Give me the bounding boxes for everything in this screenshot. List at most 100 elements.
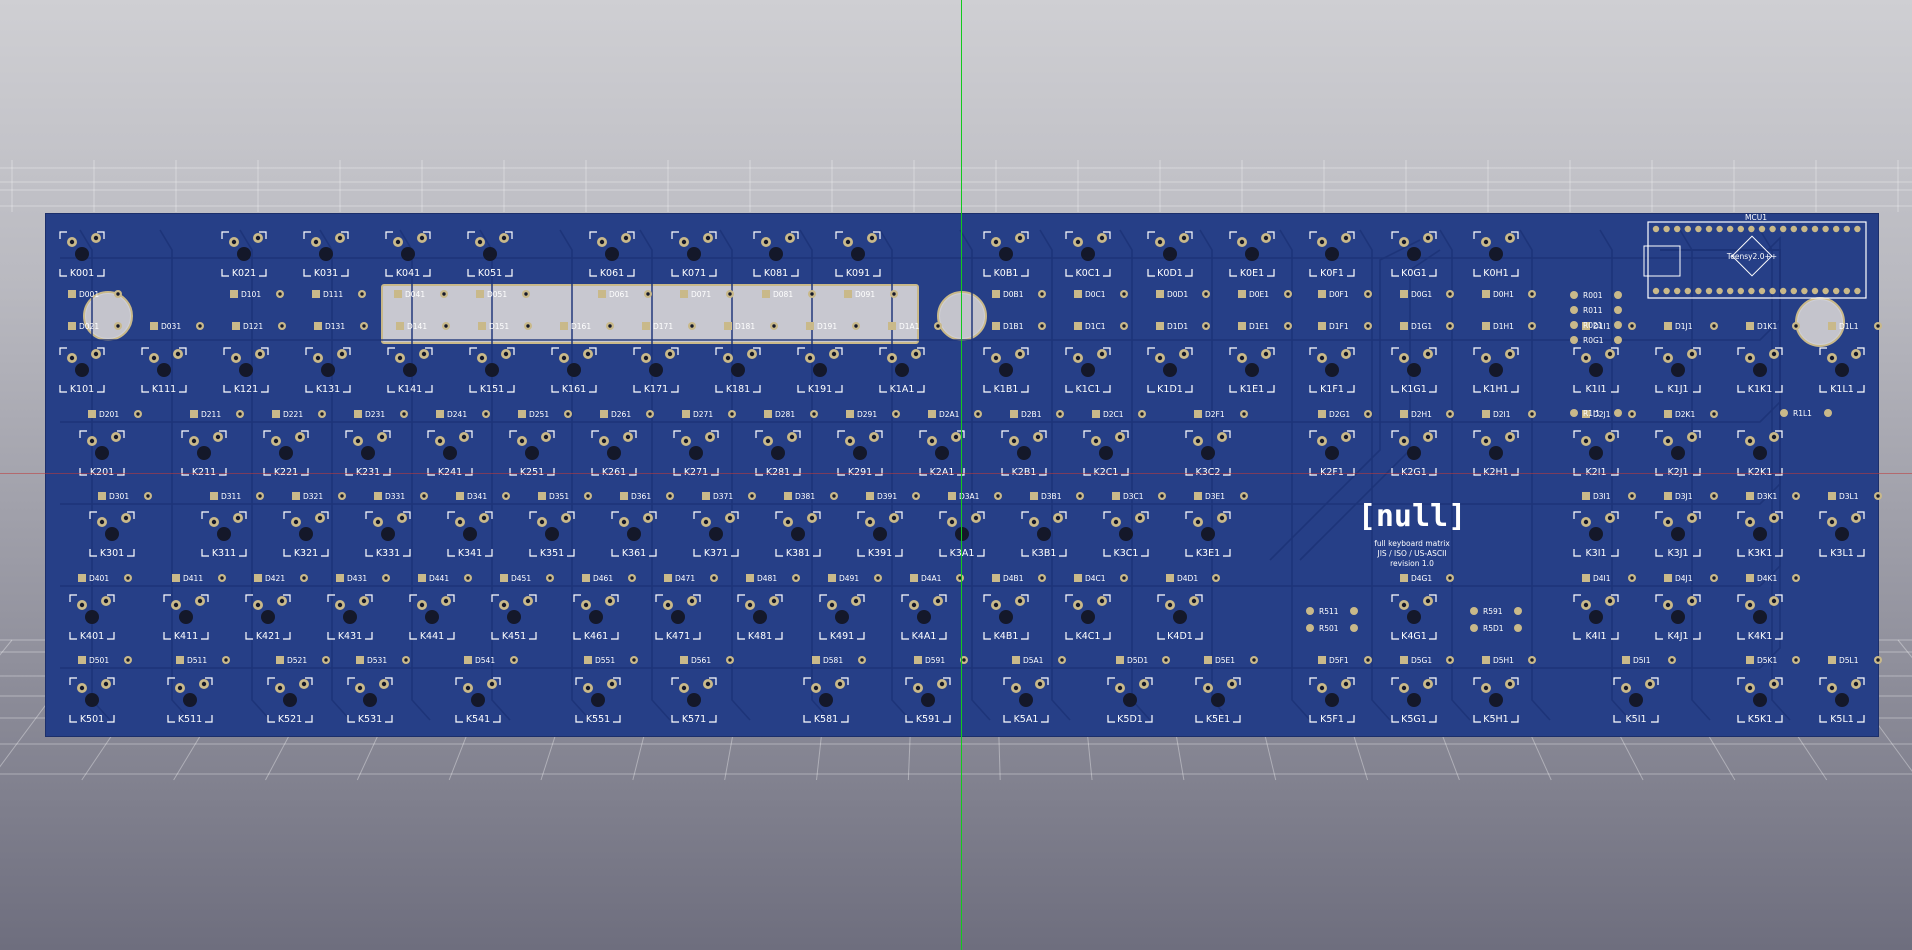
pad-hole xyxy=(1181,235,1187,241)
switch-ref: K1G1 xyxy=(1401,384,1427,395)
pad-hole xyxy=(277,685,283,691)
pad xyxy=(784,492,792,500)
center-hole xyxy=(299,527,313,541)
diode-footprint: D1H1 xyxy=(1482,322,1536,331)
diode-footprint: D4C1 xyxy=(1074,574,1128,583)
pad xyxy=(1400,656,1408,664)
diode-ref: D3K1 xyxy=(1757,492,1777,501)
pad xyxy=(764,410,772,418)
pad-hole xyxy=(201,681,207,687)
pad xyxy=(1614,409,1622,417)
switch-outline xyxy=(427,430,473,476)
diode-footprint: D281 xyxy=(764,410,818,419)
pad xyxy=(1238,322,1246,330)
pad-hole xyxy=(993,239,999,245)
pad-hole xyxy=(99,519,105,525)
pad-hole xyxy=(1037,681,1043,687)
pad-hole xyxy=(457,519,463,525)
switch-outline xyxy=(1573,594,1619,640)
pad xyxy=(98,492,106,500)
diode-footprint: D1J1 xyxy=(1664,322,1718,331)
pad-hole xyxy=(996,494,1000,498)
pad-hole xyxy=(1507,235,1513,241)
switch-ref: K2F1 xyxy=(1320,467,1344,478)
key-switch-footprint: K1D1 xyxy=(1147,347,1193,395)
pad xyxy=(374,492,382,500)
pad xyxy=(1746,492,1754,500)
diode-footprint: D321 xyxy=(292,492,346,501)
diode-ref: D021 xyxy=(79,322,99,331)
switch-outline xyxy=(1065,594,1111,640)
pad xyxy=(1318,656,1326,664)
pad-hole xyxy=(1229,681,1235,687)
resistor-footprint: R021 xyxy=(1570,321,1622,330)
switch-ref: K231 xyxy=(356,467,380,478)
pad-hole xyxy=(255,235,261,241)
diode-footprint: D021 xyxy=(68,322,122,331)
pad-hole xyxy=(608,324,612,328)
switch-ref: K5H1 xyxy=(1483,714,1508,725)
center-hole xyxy=(853,446,867,460)
switch-outline xyxy=(181,430,227,476)
key-switch-footprint: K261 xyxy=(591,430,637,478)
resistor-footprint: R591 xyxy=(1470,607,1522,616)
diode-footprint: D3J1 xyxy=(1664,492,1718,501)
switch-ref: K481 xyxy=(748,631,772,642)
diode-ref: D171 xyxy=(653,322,673,331)
switch-ref: K1L1 xyxy=(1830,384,1854,395)
pad xyxy=(680,656,688,664)
pad-hole xyxy=(953,434,959,440)
pad-hole xyxy=(525,598,531,604)
pad-hole xyxy=(116,292,120,296)
switch-outline xyxy=(201,511,247,557)
key-switch-footprint: K0H1 xyxy=(1473,231,1519,279)
pad xyxy=(1828,322,1836,330)
switch-ref: K0E1 xyxy=(1240,268,1264,279)
diode-ref: D5F1 xyxy=(1329,656,1349,665)
pad xyxy=(1074,290,1082,298)
switch-ref: K4J1 xyxy=(1667,631,1688,642)
switch-ref: K351 xyxy=(540,548,564,559)
pad-hole xyxy=(1794,658,1798,662)
center-hole xyxy=(1017,446,1031,460)
pad-hole xyxy=(1195,438,1201,444)
center-hole xyxy=(1081,363,1095,377)
center-hole xyxy=(1407,247,1421,261)
switch-ref: K571 xyxy=(682,714,706,725)
mcu-pin xyxy=(1652,287,1660,295)
pad-hole xyxy=(1252,658,1256,662)
key-switch-footprint: K0C1 xyxy=(1065,231,1111,279)
pad-hole xyxy=(1448,412,1452,416)
center-hole xyxy=(999,610,1013,624)
pad-hole xyxy=(1319,685,1325,691)
switch-ref: K2C1 xyxy=(1094,467,1119,478)
key-switch-footprint: K4J1 xyxy=(1655,594,1701,642)
switch-ref: K421 xyxy=(256,631,280,642)
pad-hole xyxy=(404,658,408,662)
center-hole xyxy=(321,363,335,377)
pad xyxy=(356,656,364,664)
switch-outline xyxy=(1309,677,1355,723)
pad-hole xyxy=(1712,412,1716,416)
pad xyxy=(642,322,650,330)
switch-outline xyxy=(1309,430,1355,476)
mcu-pin xyxy=(1652,225,1660,233)
pad-hole xyxy=(1040,324,1044,328)
diode-ref: D2J1 xyxy=(1593,410,1611,419)
mcu-pin xyxy=(1737,287,1745,295)
switch-outline xyxy=(529,511,575,557)
pad-hole xyxy=(191,438,197,444)
pad xyxy=(68,290,76,298)
center-hole xyxy=(1245,363,1259,377)
pad-hole xyxy=(646,292,650,296)
switch-ref: K0D1 xyxy=(1157,268,1183,279)
switch-outline xyxy=(1737,511,1783,557)
pad-hole xyxy=(93,235,99,241)
pad-hole xyxy=(501,602,507,608)
pad-hole xyxy=(1689,434,1695,440)
diode-footprint: D541 xyxy=(464,656,518,665)
resistor-footprint: R1L1 xyxy=(1780,409,1832,418)
pad xyxy=(1194,492,1202,500)
